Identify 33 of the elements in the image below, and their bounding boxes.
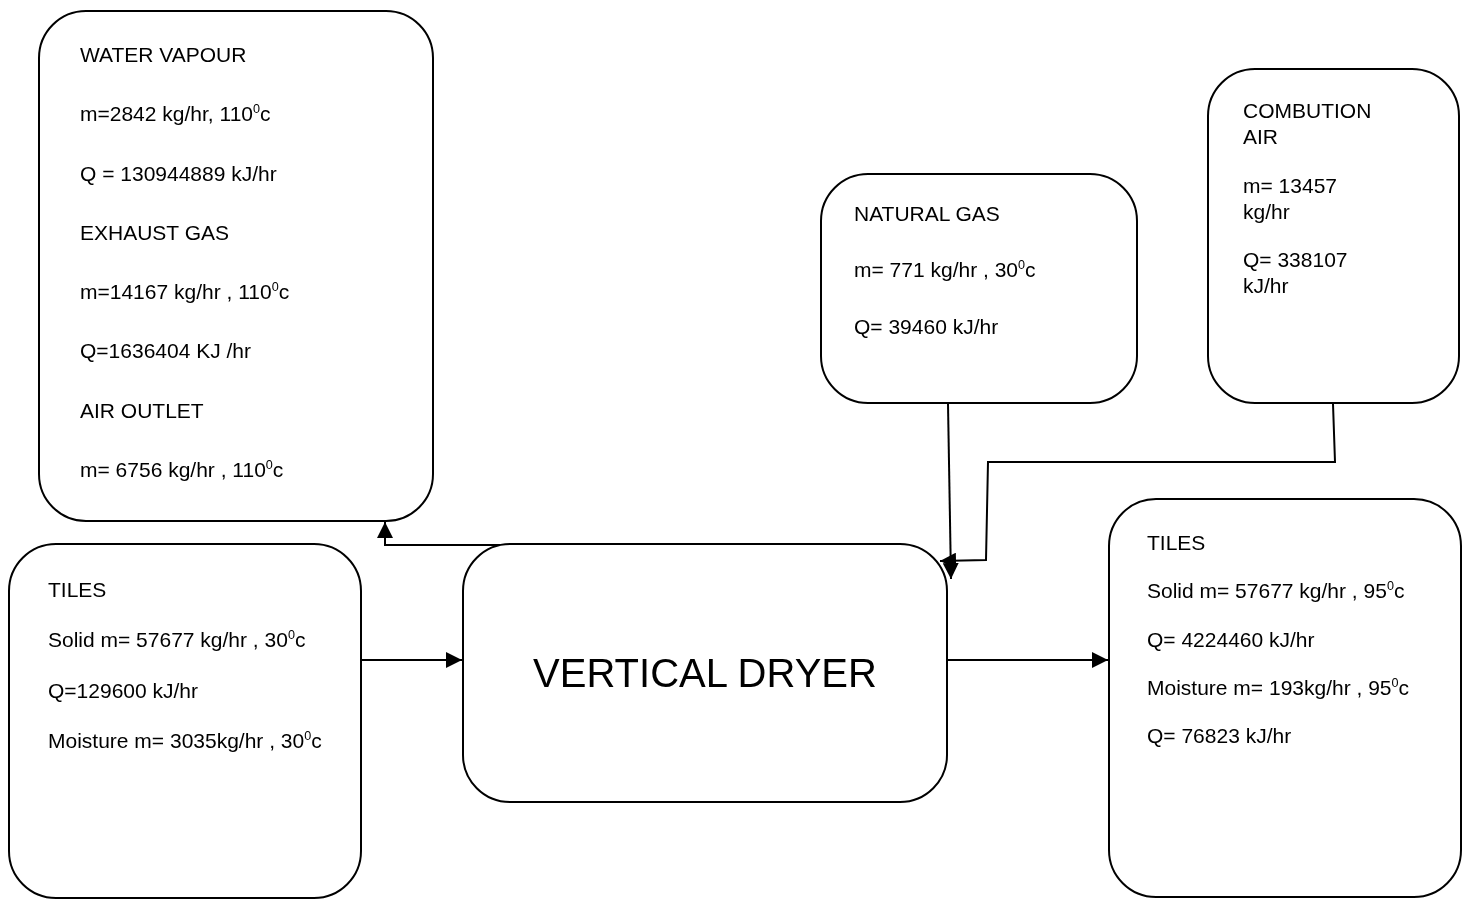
stream-text: Solid m= 57677 kg/hr , 95$^{0}$c bbox=[1147, 578, 1406, 605]
arrow bbox=[947, 652, 1109, 668]
stream-text: m= 13457 kg/hr bbox=[1243, 172, 1338, 225]
stream-box bbox=[8, 543, 362, 899]
stream-text: Q= 39460 kJ/hr bbox=[854, 313, 1000, 340]
stream-box bbox=[1108, 498, 1462, 898]
stream-text: Q = 130944889 kJ/hr bbox=[80, 160, 278, 187]
stream-text: Moisture m= 3035kg/hr , 30$^{0}$c bbox=[48, 727, 323, 754]
stream-text: Q=129600 kJ/hr bbox=[48, 677, 199, 704]
stream-text: COMBUTION AIR bbox=[1243, 98, 1368, 151]
stream-text: m= 6756 kg/hr , 110$^{0}$c bbox=[80, 456, 285, 483]
stream-box bbox=[38, 10, 434, 522]
stream-text: Q=1636404 KJ /hr bbox=[80, 338, 253, 365]
stream-text: m=2842 kg/hr, 110$^{0}$c bbox=[80, 101, 272, 128]
stream-text: TILES bbox=[1147, 530, 1207, 556]
stream-text: TILES bbox=[48, 577, 108, 603]
stream-text: Q= 4224460 kJ/hr bbox=[1147, 626, 1316, 653]
stream-text: WATER VAPOUR bbox=[80, 42, 248, 68]
stream-box bbox=[820, 173, 1138, 404]
process-box bbox=[462, 543, 948, 803]
stream-text: NATURAL GAS bbox=[854, 201, 1001, 227]
stream-text: Q= 338107 kJ/hr bbox=[1243, 247, 1349, 300]
stream-box bbox=[1207, 68, 1460, 404]
process-label: VERTICAL DRYER bbox=[533, 650, 877, 697]
arrow bbox=[361, 652, 463, 668]
stream-text: EXHAUST GAS bbox=[80, 219, 230, 246]
stream-text: Solid m= 57677 kg/hr , 30$^{0}$c bbox=[48, 627, 307, 654]
stream-text: m= 771 kg/hr , 30$^{0}$c bbox=[854, 257, 1037, 284]
stream-text: Moisture m= 193kg/hr , 95$^{0}$c bbox=[1147, 674, 1411, 701]
stream-text: m=14167 kg/hr , 110$^{0}$c bbox=[80, 279, 291, 305]
stream-text: AIR OUTLET bbox=[80, 397, 205, 424]
stream-text: Q= 76823 kJ/hr bbox=[1147, 723, 1293, 749]
arrow bbox=[942, 403, 959, 580]
